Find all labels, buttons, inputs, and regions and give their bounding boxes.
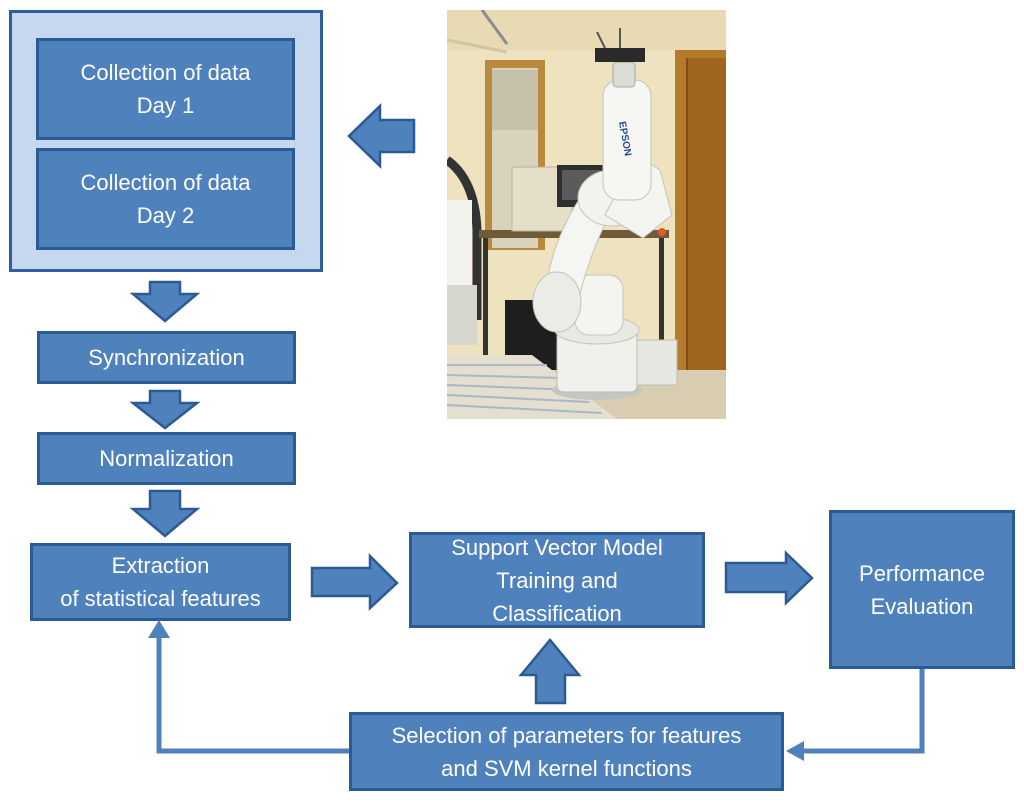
- synchronization-label: Synchronization: [88, 345, 245, 370]
- right-arrow-svm-to-perf: [724, 550, 814, 606]
- connector-select-to-extract: [156, 634, 349, 754]
- normalization-box: Normalization: [37, 432, 296, 485]
- feature-extraction-box: Extraction of statistical features: [30, 543, 291, 621]
- normalization-label: Normalization: [99, 446, 234, 471]
- performance-evaluation-box: Performance Evaluation: [829, 510, 1015, 669]
- robot-arm-photo: EPSON: [447, 10, 726, 419]
- down-arrow-norm-to-extract: [129, 489, 201, 538]
- up-arrow-select-to-svm: [518, 638, 582, 705]
- collection-day1-label: Collection of data Day 1: [80, 60, 251, 118]
- parameter-selection-box: Selection of parameters for features and…: [349, 712, 784, 791]
- svm-training-box: Support Vector Model Training and Classi…: [409, 532, 705, 628]
- down-arrow-collect-to-sync: [129, 280, 201, 323]
- synchronization-box: Synchronization: [37, 331, 296, 384]
- collection-day2-box: Collection of data Day 2: [36, 148, 295, 250]
- down-arrow-sync-to-norm: [129, 389, 201, 430]
- svm-training-label: Support Vector Model Training and Classi…: [451, 534, 663, 626]
- feature-extraction-label: Extraction of statistical features: [60, 553, 261, 611]
- connector-arrowhead-extract: [148, 620, 170, 638]
- collection-day1-box: Collection of data Day 1: [36, 38, 295, 140]
- connector-perf-to-select: [800, 669, 925, 754]
- connector-arrowhead-select: [786, 741, 804, 761]
- parameter-selection-label: Selection of parameters for features and…: [391, 722, 742, 781]
- left-block-arrow: [347, 103, 416, 169]
- right-arrow-extract-to-svm: [310, 552, 399, 611]
- performance-evaluation-label: Performance Evaluation: [859, 560, 985, 619]
- collection-day2-label: Collection of data Day 2: [80, 170, 251, 228]
